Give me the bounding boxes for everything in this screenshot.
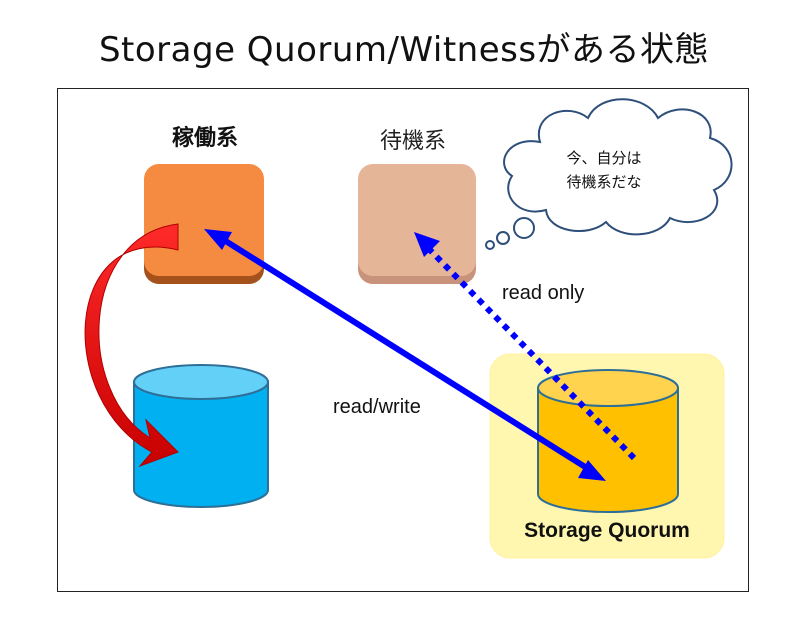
read-write-label: read/write xyxy=(333,396,421,418)
read-write-connection xyxy=(204,229,606,481)
read-only-connection xyxy=(414,232,637,461)
slide-title: Storage Quorum/Witnessがある状態 xyxy=(98,30,710,70)
thought-bubble xyxy=(485,98,733,250)
read-only-label: read only xyxy=(502,282,585,304)
thought-line-2: 待機系だな xyxy=(566,173,642,191)
storage-quorum-cylinder xyxy=(537,369,679,513)
standby-node xyxy=(358,164,476,284)
standby-node-label: 待機系 xyxy=(379,129,446,154)
storage-quorum-label: Storage Quorum xyxy=(524,519,690,542)
local-disk-cylinder xyxy=(133,364,269,508)
active-node-label: 稼働系 xyxy=(171,126,238,151)
diagram-frame xyxy=(57,88,749,592)
thought-bubble-text: 今、自分は 待機系だな xyxy=(534,146,674,194)
thought-line-1: 今、自分は xyxy=(566,149,642,167)
active-node xyxy=(144,164,264,284)
failover-arrow xyxy=(84,223,179,468)
